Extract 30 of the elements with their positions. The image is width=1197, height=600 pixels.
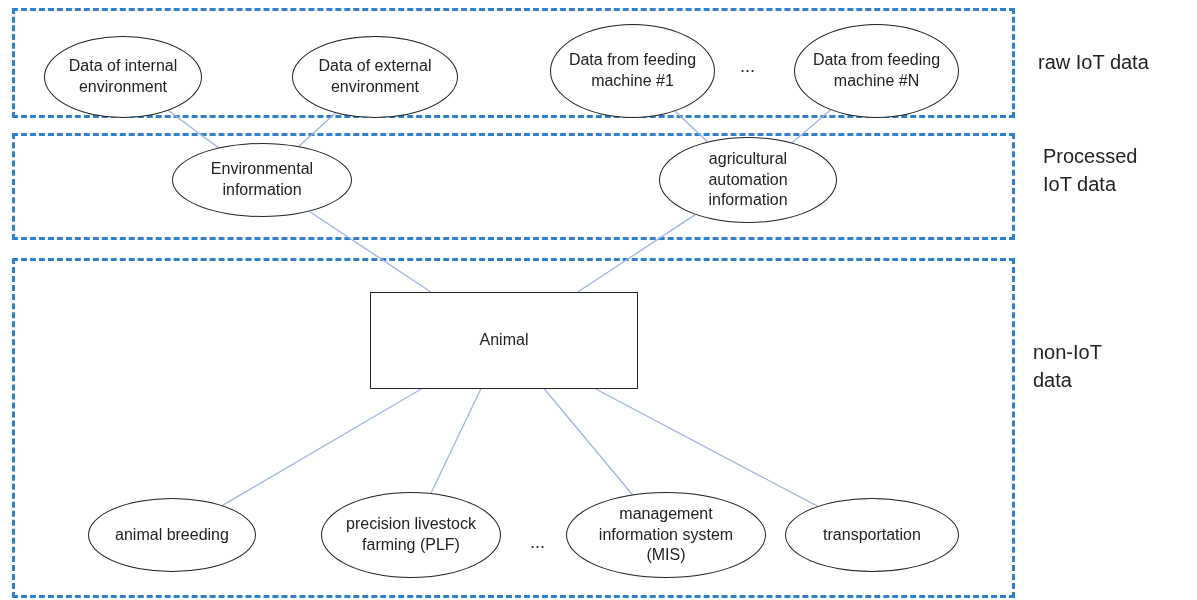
connector-line bbox=[221, 388, 422, 507]
node-text: management information system (MIS) bbox=[597, 503, 735, 566]
dashed-band bbox=[12, 258, 1015, 598]
dashed-band bbox=[12, 8, 1015, 118]
connector-line bbox=[543, 388, 633, 496]
ellipsis-text: ... bbox=[530, 532, 545, 553]
node-text: Data from feeding machine #N bbox=[811, 50, 942, 91]
connector-line bbox=[167, 109, 219, 149]
connector-line bbox=[577, 214, 696, 293]
node-text: transportation bbox=[822, 524, 922, 545]
node-text: Animal bbox=[478, 330, 530, 351]
connector-line bbox=[430, 388, 482, 494]
connector-line bbox=[791, 109, 832, 144]
connector-line bbox=[595, 388, 819, 507]
layer-label: raw IoT data bbox=[1038, 50, 1150, 75]
node-text: Data of internal environment bbox=[67, 56, 179, 97]
connector-line bbox=[674, 110, 709, 143]
process-box bbox=[370, 292, 638, 389]
ellipsis-text: ... bbox=[740, 56, 755, 77]
node-text: animal breeding bbox=[114, 524, 230, 545]
node-text: precision livestock farming (PLF) bbox=[345, 514, 477, 555]
node-text: Environmental information bbox=[209, 159, 315, 200]
connector-line bbox=[308, 210, 432, 293]
node-text: agricultural automation information bbox=[707, 148, 789, 211]
node-text: Data of external environment bbox=[317, 56, 433, 97]
node-text: Data from feeding machine #1 bbox=[567, 50, 698, 91]
layer-label: non-IoT data bbox=[1033, 340, 1103, 393]
layer-label: Processed IoT data bbox=[1043, 144, 1139, 197]
connector-line bbox=[298, 112, 337, 147]
dashed-band bbox=[12, 133, 1015, 240]
